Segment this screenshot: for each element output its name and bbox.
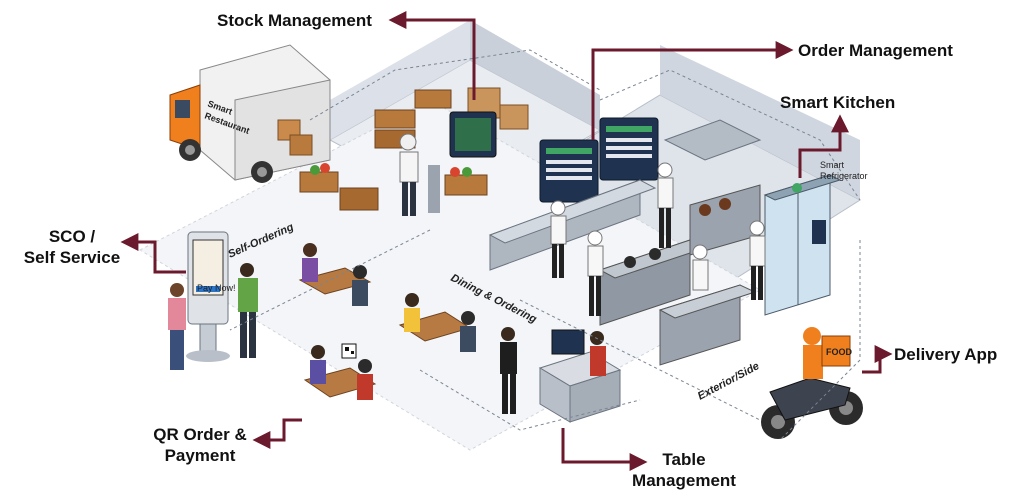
arrow-qr: [252, 418, 302, 449]
fridge-label-2: Refrigerator: [820, 171, 868, 181]
delivery-truck: Smart Restaurant: [169, 44, 331, 183]
callout-delivery-app: Delivery App: [894, 345, 998, 364]
callout-arrows: [120, 11, 893, 471]
kitchen-equipment: [488, 119, 762, 366]
callout-qr-order-payment: QR Order & Payment: [148, 424, 252, 466]
network-paths: [229, 49, 861, 441]
delivery-scooter: FOOD: [761, 327, 863, 439]
fridge-label-1: Smart: [820, 160, 845, 170]
callout-stock-management: Stock Management: [217, 11, 372, 30]
callout-smart-kitchen: Smart Kitchen: [780, 93, 896, 112]
delivery-box-label: FOOD: [826, 347, 852, 357]
arrow-delivery: [862, 345, 893, 374]
chefs: [550, 162, 766, 316]
callout-sco-self-service: SCO / Self Service: [18, 226, 126, 268]
callout-table-line2: Management: [632, 471, 736, 490]
callout-qr-line2: Payment: [164, 446, 236, 465]
zone-exterior-side: Exterior/Side: [696, 360, 762, 402]
arrow-kitchen: [798, 114, 849, 178]
arrow-stock: [388, 11, 476, 100]
smart-refrigerator: [763, 174, 842, 316]
kiosk-button-label: Pay Now!: [197, 283, 236, 293]
dining-tables: [298, 243, 476, 400]
self-order-kiosk: Pay Now!: [186, 231, 236, 362]
arrow-order: [591, 41, 794, 140]
waiter: [500, 327, 517, 414]
callout-order-management: Order Management: [798, 41, 953, 60]
callout-sco-line2: Self Service: [23, 248, 121, 267]
callout-table-line1: Table: [662, 450, 706, 469]
storage-shelves: [299, 87, 529, 211]
callout-sco-line1: SCO /: [48, 227, 96, 246]
stock-worker: [399, 133, 440, 216]
kiosk-customers: [168, 263, 258, 370]
callout-table-management: Table Management: [626, 449, 742, 491]
callout-qr-line1: QR Order &: [153, 425, 247, 444]
arrow-table: [561, 428, 648, 471]
arrow-sco: [120, 233, 186, 274]
order-screens: [539, 117, 659, 203]
